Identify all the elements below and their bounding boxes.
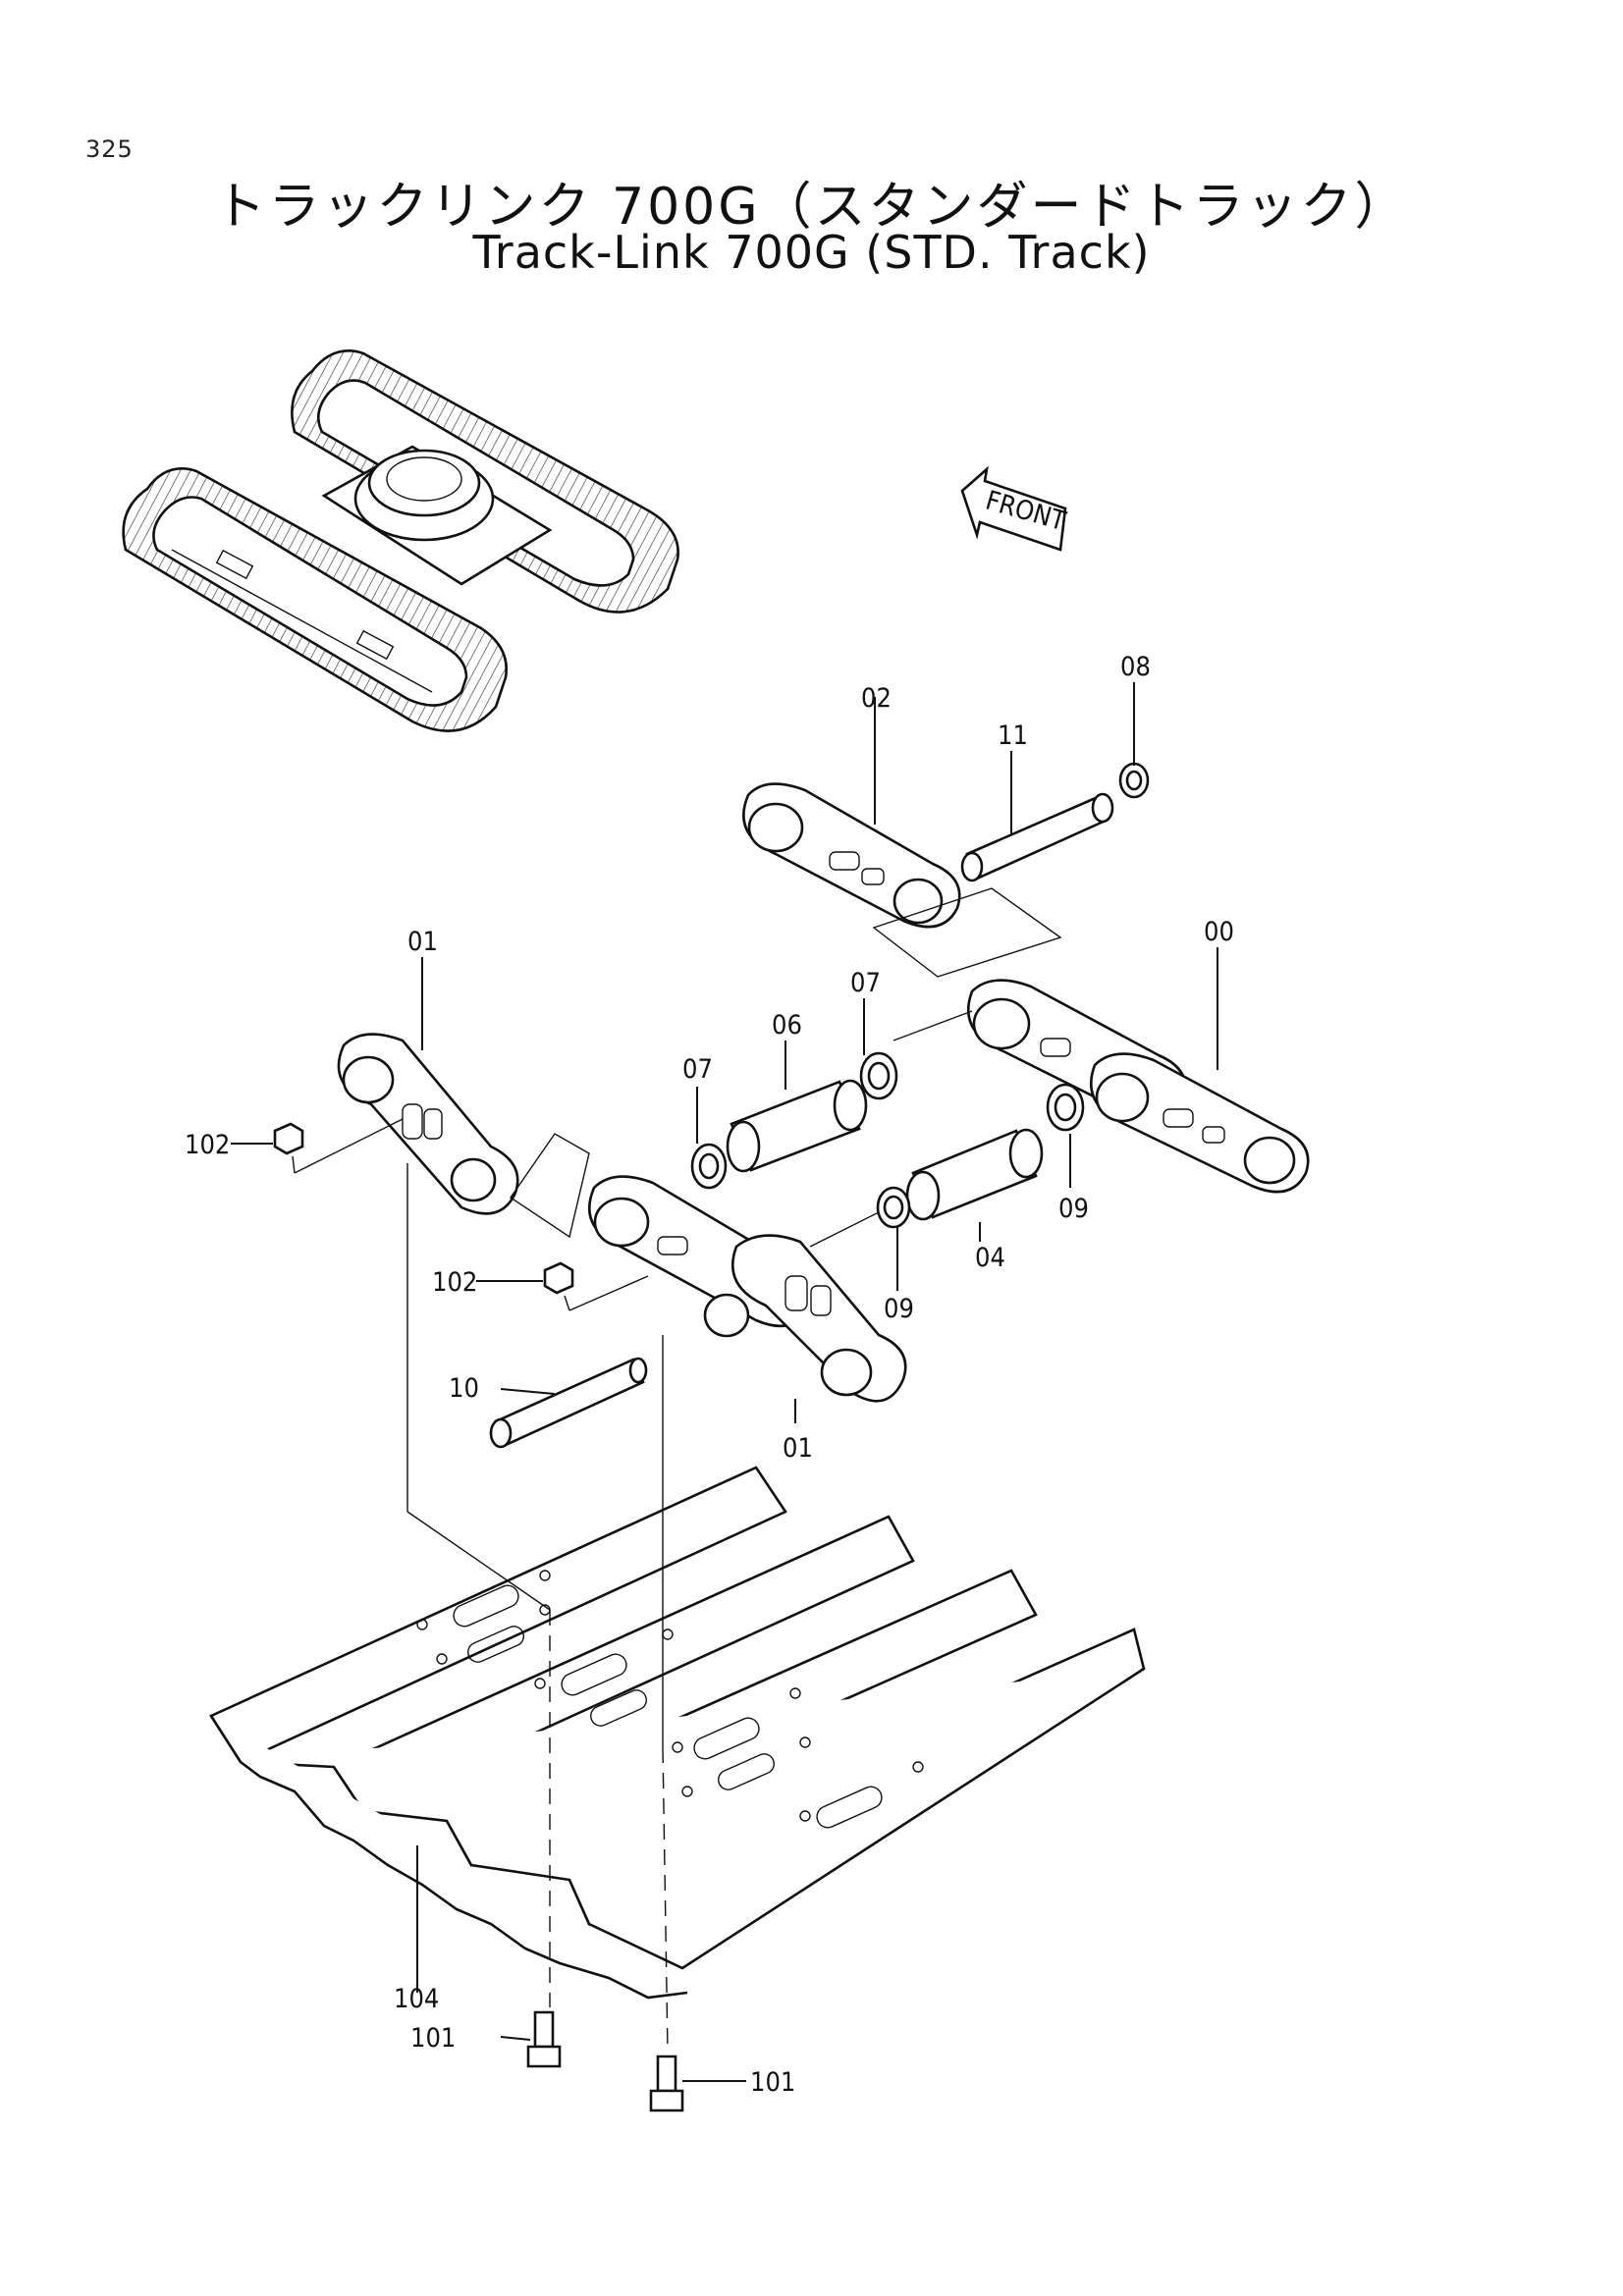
callout-01-lower: 01 <box>783 1433 813 1464</box>
callout-leaders <box>231 682 1218 2082</box>
link-outline-02 <box>872 887 1062 978</box>
callout-labels: 00 01 01 02 04 06 07 07 08 09 09 10 11 1… <box>185 652 1234 2098</box>
dust-seal-07-left <box>690 1143 728 1190</box>
seal-09-right <box>1046 1083 1085 1132</box>
callout-10: 10 <box>449 1373 479 1404</box>
callout-01-upper: 01 <box>407 927 438 957</box>
shoe-bolt-101-left <box>526 2010 562 2068</box>
front-direction-arrow: FRONT <box>960 465 1069 552</box>
page-title-japanese: トラックリンク 700G（スタンダードトラック） <box>214 178 1409 237</box>
assembly-lines <box>292 1010 973 2053</box>
shoe-nut-102-lower <box>543 1261 574 1295</box>
callout-104: 104 <box>394 1984 439 2014</box>
snap-ring-08 <box>1118 762 1150 799</box>
callout-04: 04 <box>975 1243 1005 1273</box>
callout-02: 02 <box>861 683 892 714</box>
page-number: 325 <box>85 135 134 163</box>
callout-00: 00 <box>1204 917 1234 947</box>
undercarriage-overview <box>122 349 679 732</box>
bushing-04 <box>905 1128 1044 1221</box>
callout-102-lower: 102 <box>432 1267 477 1298</box>
center-frame-swing-bearing <box>321 445 553 586</box>
dust-seal-07-right <box>859 1051 898 1100</box>
seal-09-left <box>876 1186 911 1229</box>
callout-09-right: 09 <box>1058 1194 1089 1224</box>
link-outline-01 <box>510 1133 590 1239</box>
callout-09-left: 09 <box>884 1294 914 1324</box>
callout-11: 11 <box>998 721 1028 751</box>
callout-06: 06 <box>772 1010 802 1041</box>
callout-08: 08 <box>1120 652 1151 682</box>
track-link-01-lower <box>587 1175 907 1403</box>
track-pin-11 <box>960 792 1114 882</box>
track-link-assembly-00 <box>967 979 1310 1194</box>
callout-101-left: 101 <box>410 2023 456 2054</box>
page-title-english: Track-Link 700G (STD. Track) <box>472 226 1151 279</box>
callout-07-left: 07 <box>682 1054 713 1085</box>
left-crawler-track <box>122 467 509 732</box>
callout-102-upper: 102 <box>185 1130 230 1160</box>
track-pin-10 <box>489 1357 648 1449</box>
track-link-01-upper <box>337 1033 519 1215</box>
track-shoes-104 <box>209 1466 1146 2000</box>
callout-07-right: 07 <box>850 968 881 998</box>
shoe-bolt-101-right <box>649 2055 684 2112</box>
shoe-slots <box>453 1584 883 1829</box>
bushing-06 <box>726 1079 868 1173</box>
track-link-02 <box>742 782 961 929</box>
callout-101-right: 101 <box>750 2067 795 2098</box>
shoe-nut-102-upper <box>273 1122 304 1155</box>
